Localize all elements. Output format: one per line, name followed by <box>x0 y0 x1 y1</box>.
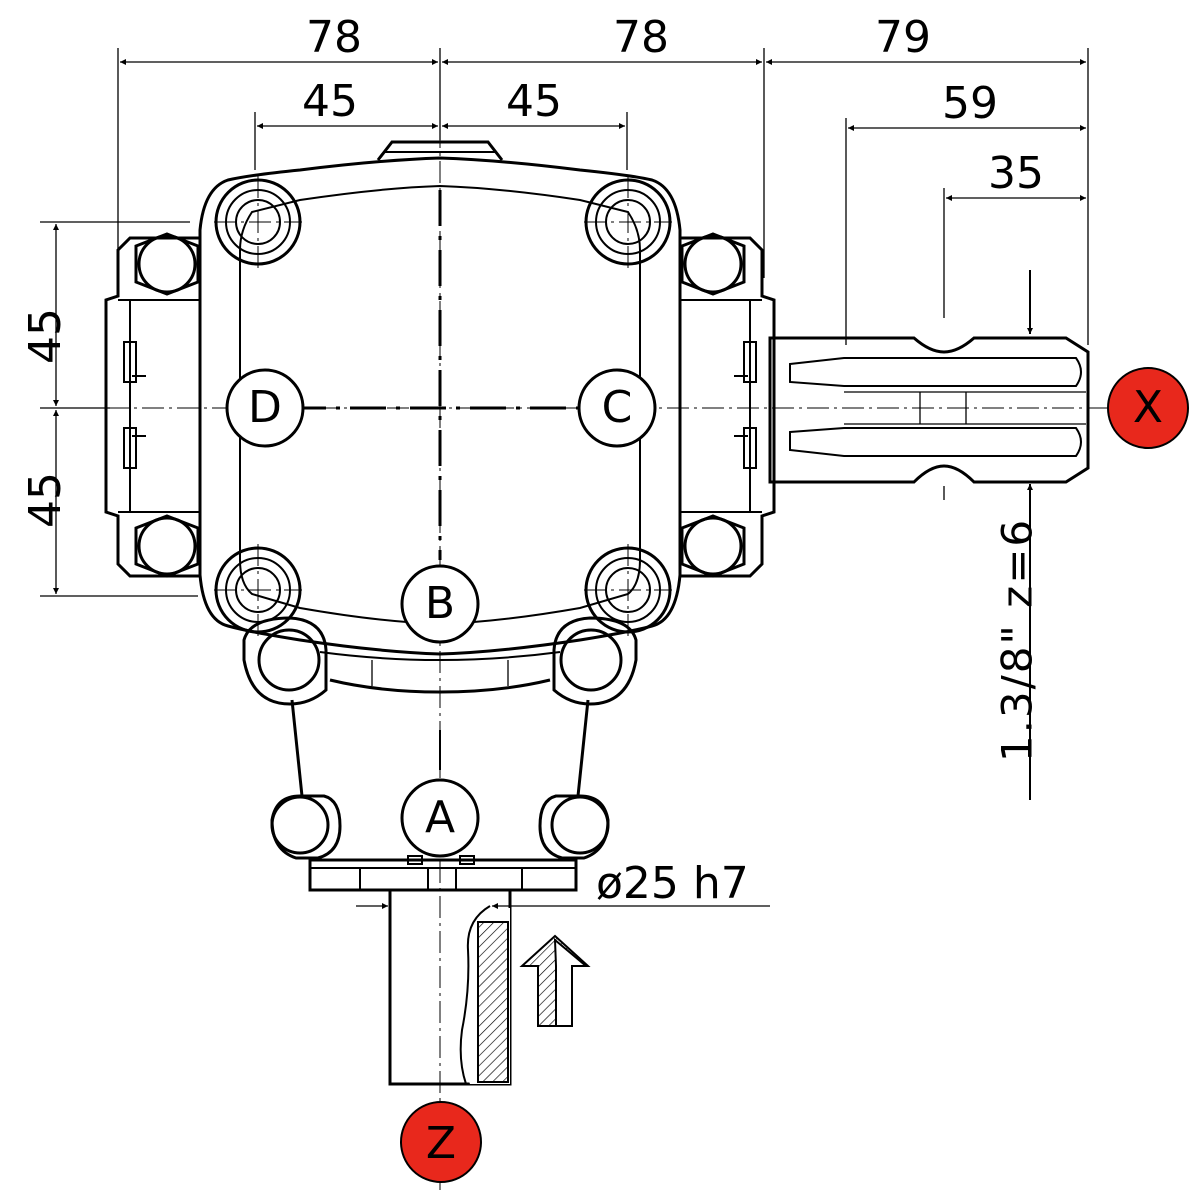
dim-59: 59 <box>942 78 998 129</box>
dim-78-left: 78 <box>306 12 362 63</box>
svg-text:D: D <box>248 382 282 433</box>
top-dimensions: 78 78 79 45 45 59 35 <box>117 12 1089 345</box>
port-b: B <box>400 564 480 644</box>
hex-bolt-right-upper <box>680 232 746 296</box>
hex-bolt-bottom-right <box>552 616 638 706</box>
port-a: A <box>400 778 480 858</box>
spline-spec: 1.3/8" z=6 <box>993 518 1042 762</box>
svg-text:X: X <box>1133 382 1163 433</box>
bore-diameter: ø25 h7 <box>596 858 749 909</box>
dim-45-left-lower: 45 <box>20 472 71 528</box>
port-c: C <box>577 368 657 448</box>
hex-bolt-plate-right <box>538 794 610 860</box>
shaft-marker-x: X <box>1107 367 1189 449</box>
shaft-x: 1.3/8" z=6 <box>768 270 1090 800</box>
left-dimensions: 45 45 <box>20 221 198 597</box>
shaft-marker-z: Z <box>400 1101 482 1183</box>
dim-45-top-left: 45 <box>302 76 358 127</box>
svg-text:B: B <box>425 578 455 629</box>
dim-79: 79 <box>875 12 931 63</box>
hex-bolt-right-lower <box>680 514 746 578</box>
port-d: D <box>225 368 305 448</box>
dim-45-top-right: 45 <box>506 76 562 127</box>
hex-bolt-bottom-left <box>242 616 328 706</box>
dim-78-right: 78 <box>613 12 669 63</box>
svg-text:Z: Z <box>426 1118 456 1169</box>
dim-45-left-upper: 45 <box>20 308 71 364</box>
shaft-z: ø25 h7 <box>356 858 770 1086</box>
hex-bolt-left-lower <box>134 514 200 578</box>
arrow-highlight <box>553 937 589 1027</box>
hex-bolt-left-upper <box>134 232 200 296</box>
svg-text:C: C <box>602 382 633 433</box>
dim-35: 35 <box>988 148 1044 199</box>
svg-text:A: A <box>425 792 455 843</box>
hex-bolt-plate-left <box>270 794 342 860</box>
